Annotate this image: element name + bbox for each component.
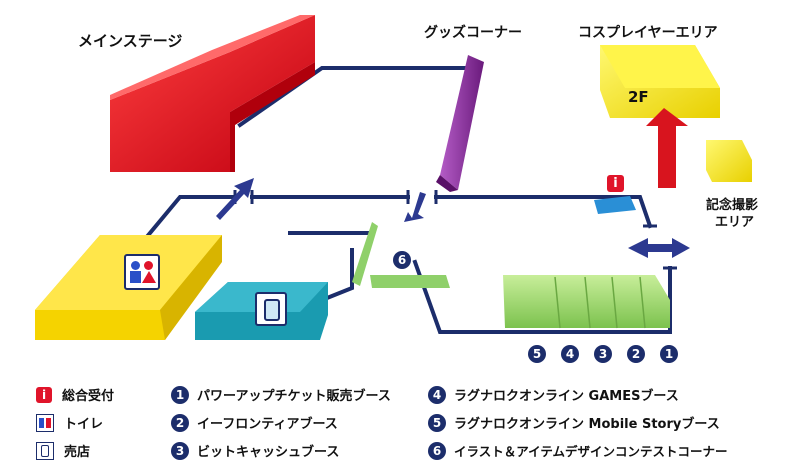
toilet-legend-icon — [36, 413, 54, 432]
legend-reception: i 総合受付 — [36, 385, 114, 404]
venue-map — [35, 15, 752, 340]
photo-area-label-1: 記念撮影 — [706, 198, 759, 213]
booth-number-row: 5 4 3 2 1 — [528, 345, 678, 363]
photo-area-label-2: エリア — [715, 215, 755, 230]
reception-block — [594, 196, 636, 214]
shop-legend-icon — [36, 441, 54, 460]
arrow-to-2f — [646, 108, 688, 188]
booth-block — [503, 275, 670, 329]
booth-4-badge: 4 — [561, 345, 579, 363]
shop-icon — [255, 292, 287, 326]
main-stage-label: メインステージ — [78, 32, 183, 50]
toilet-icon — [124, 254, 160, 290]
goods-corner-block — [436, 55, 484, 192]
info-marker: i — [607, 175, 624, 192]
booth-6-badge: 6 — [393, 251, 411, 269]
blue-arrows — [216, 178, 690, 258]
second-floor-label: 2F — [628, 88, 649, 106]
booth-1-badge: 1 — [660, 345, 678, 363]
booth-3-badge: 3 — [594, 345, 612, 363]
booth-2-badge: 2 — [627, 345, 645, 363]
photo-area-block — [706, 140, 752, 182]
contest-corner-block — [352, 222, 450, 288]
cosplayer-area-block — [600, 45, 720, 118]
main-stage-block — [110, 15, 315, 172]
legend-shop: 売店 — [36, 441, 90, 460]
legend-toilet: トイレ — [36, 413, 103, 432]
goods-corner-label: グッズコーナー — [424, 25, 522, 41]
cosplayer-area-label: コスプレイヤーエリア — [578, 25, 718, 41]
door-ticks — [233, 190, 677, 270]
info-icon: i — [36, 386, 52, 403]
booth-5-badge: 5 — [528, 345, 546, 363]
